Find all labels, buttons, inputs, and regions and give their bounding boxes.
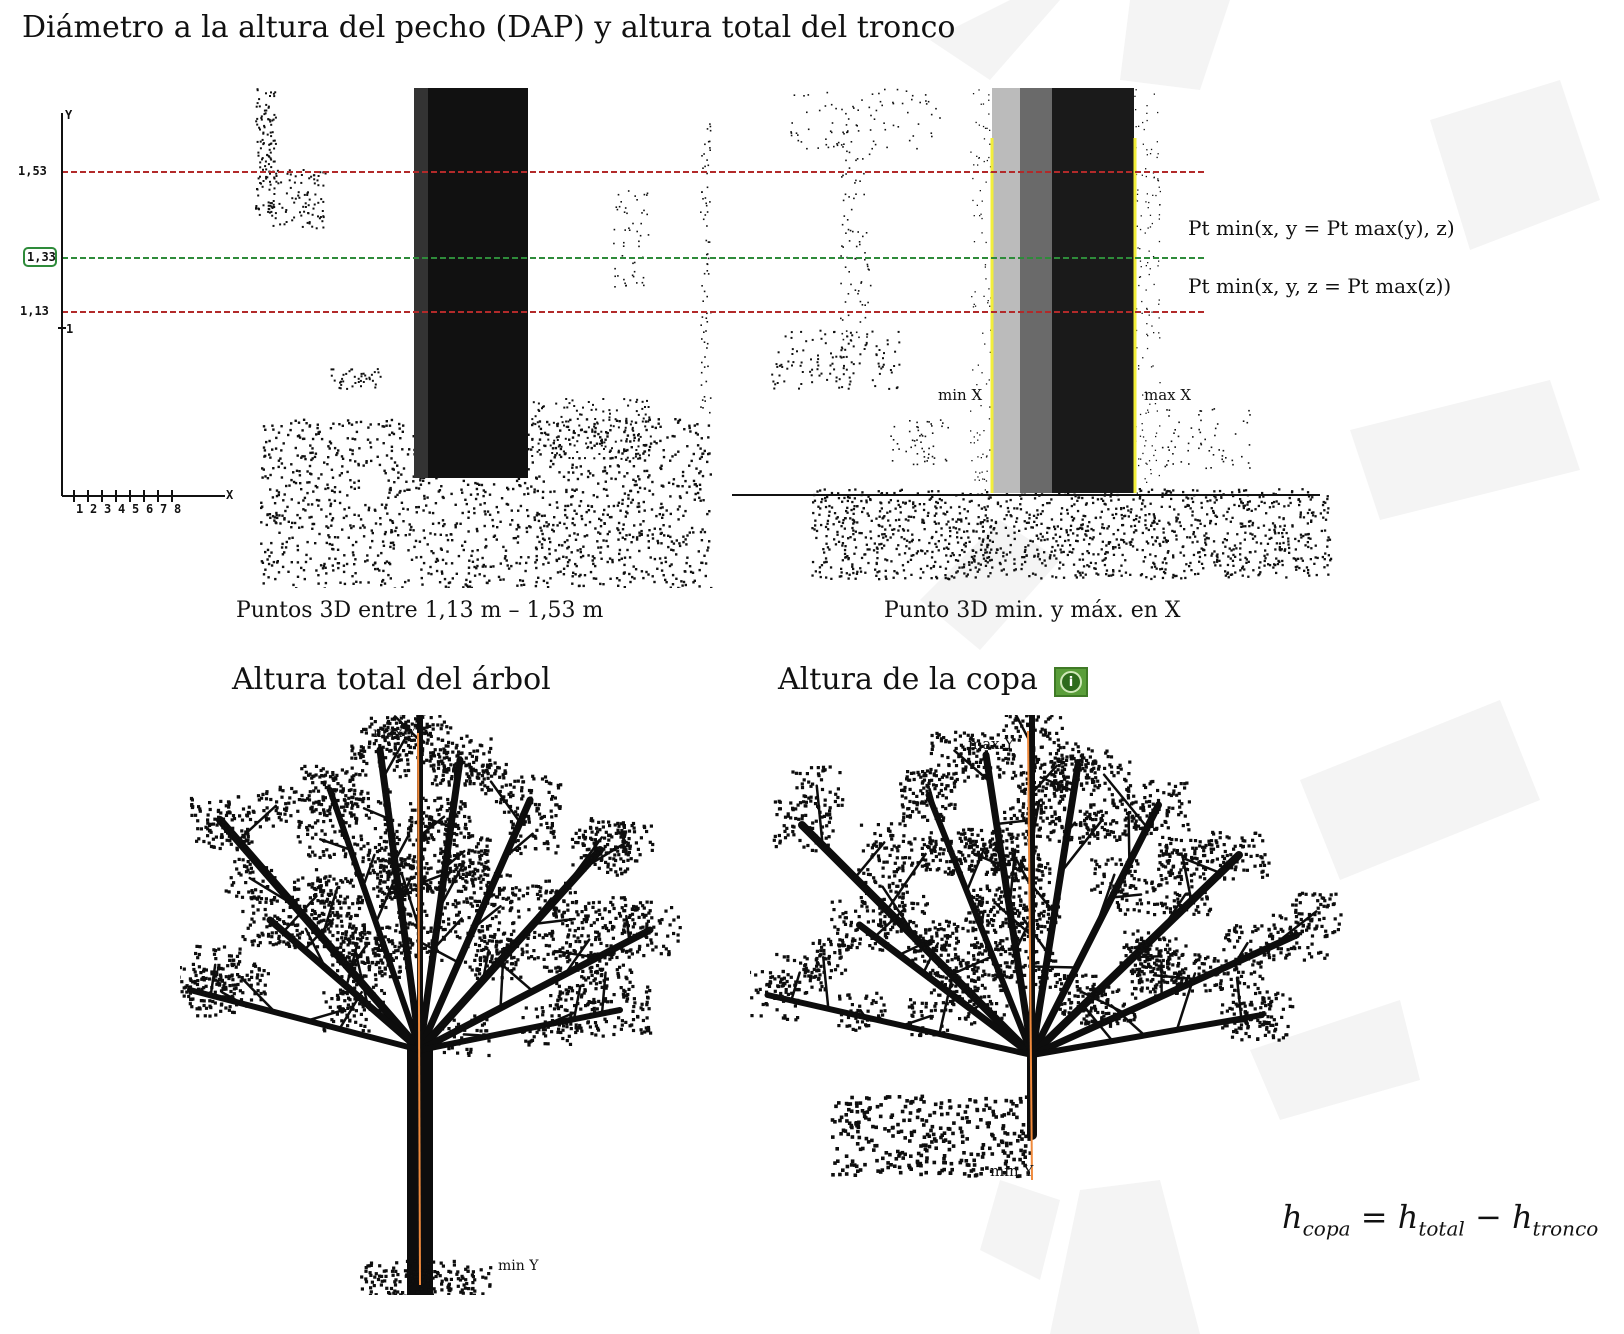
- min-y-label: min Y: [498, 1258, 539, 1274]
- page-title: Diámetro a la altura del pecho (DAP) y a…: [22, 10, 956, 45]
- top-left-point-cloud: [23, 88, 730, 588]
- formula-max-y: Pt min(x, y = Pt max(y), z): [1188, 216, 1455, 240]
- max-y-label: max Y: [373, 725, 417, 741]
- y-tick-1: 1: [66, 322, 74, 336]
- x-axis-label: X: [226, 488, 234, 502]
- info-icon[interactable]: i: [1054, 667, 1088, 697]
- y-axis-label: Y: [65, 108, 73, 122]
- x-tick-label: 2: [90, 502, 98, 516]
- x-tick-label: 8: [174, 502, 182, 516]
- x-tick-label: 1: [76, 502, 84, 516]
- x-tick-label: 6: [146, 502, 154, 516]
- x-tick-label: 5: [132, 502, 140, 516]
- tree-crown-panel: max Y min Y: [750, 715, 1370, 1185]
- x-tick-label: 4: [118, 502, 126, 516]
- top-right-point-cloud: [730, 88, 1333, 581]
- height-line: [417, 732, 421, 1286]
- caption-left: Puntos 3D entre 1,13 m – 1,53 m: [236, 598, 604, 623]
- tree-total-panel: max Y min Y: [180, 715, 700, 1295]
- max-y-label: max Y: [968, 735, 1015, 753]
- x-tick-label: 7: [160, 502, 168, 516]
- tree-crown-point-cloud: [750, 715, 1343, 1181]
- info-icon-glyph: i: [1060, 671, 1082, 693]
- y-tick-1-53: 1,53: [18, 164, 47, 178]
- tree-total-point-cloud: [180, 715, 682, 1295]
- x-tick-label: 3: [104, 502, 112, 516]
- y-tick-1-33: 1,33: [27, 250, 56, 264]
- formula-max-z: Pt min(x, y, z = Pt max(z)): [1188, 274, 1452, 298]
- trunk-slab: [418, 88, 528, 478]
- crown-height-formula: hcopa = htotal − htronco: [1282, 1198, 1599, 1241]
- caption-right: Punto 3D min. y máx. en X: [884, 598, 1181, 623]
- heading-total-height: Altura total del árbol: [232, 662, 551, 697]
- y-tick-1-13: 1,13: [20, 304, 49, 318]
- highlight-1-33: [23, 247, 57, 267]
- heading-crown-height: Altura de la copa: [778, 662, 1038, 697]
- height-line: [1027, 730, 1033, 1181]
- max-x-label: max X: [1144, 386, 1192, 404]
- top-right-point-cloud-panel: min X max X: [730, 88, 1360, 588]
- min-x-label: min X: [938, 386, 983, 404]
- min-y-label: min Y: [990, 1162, 1034, 1180]
